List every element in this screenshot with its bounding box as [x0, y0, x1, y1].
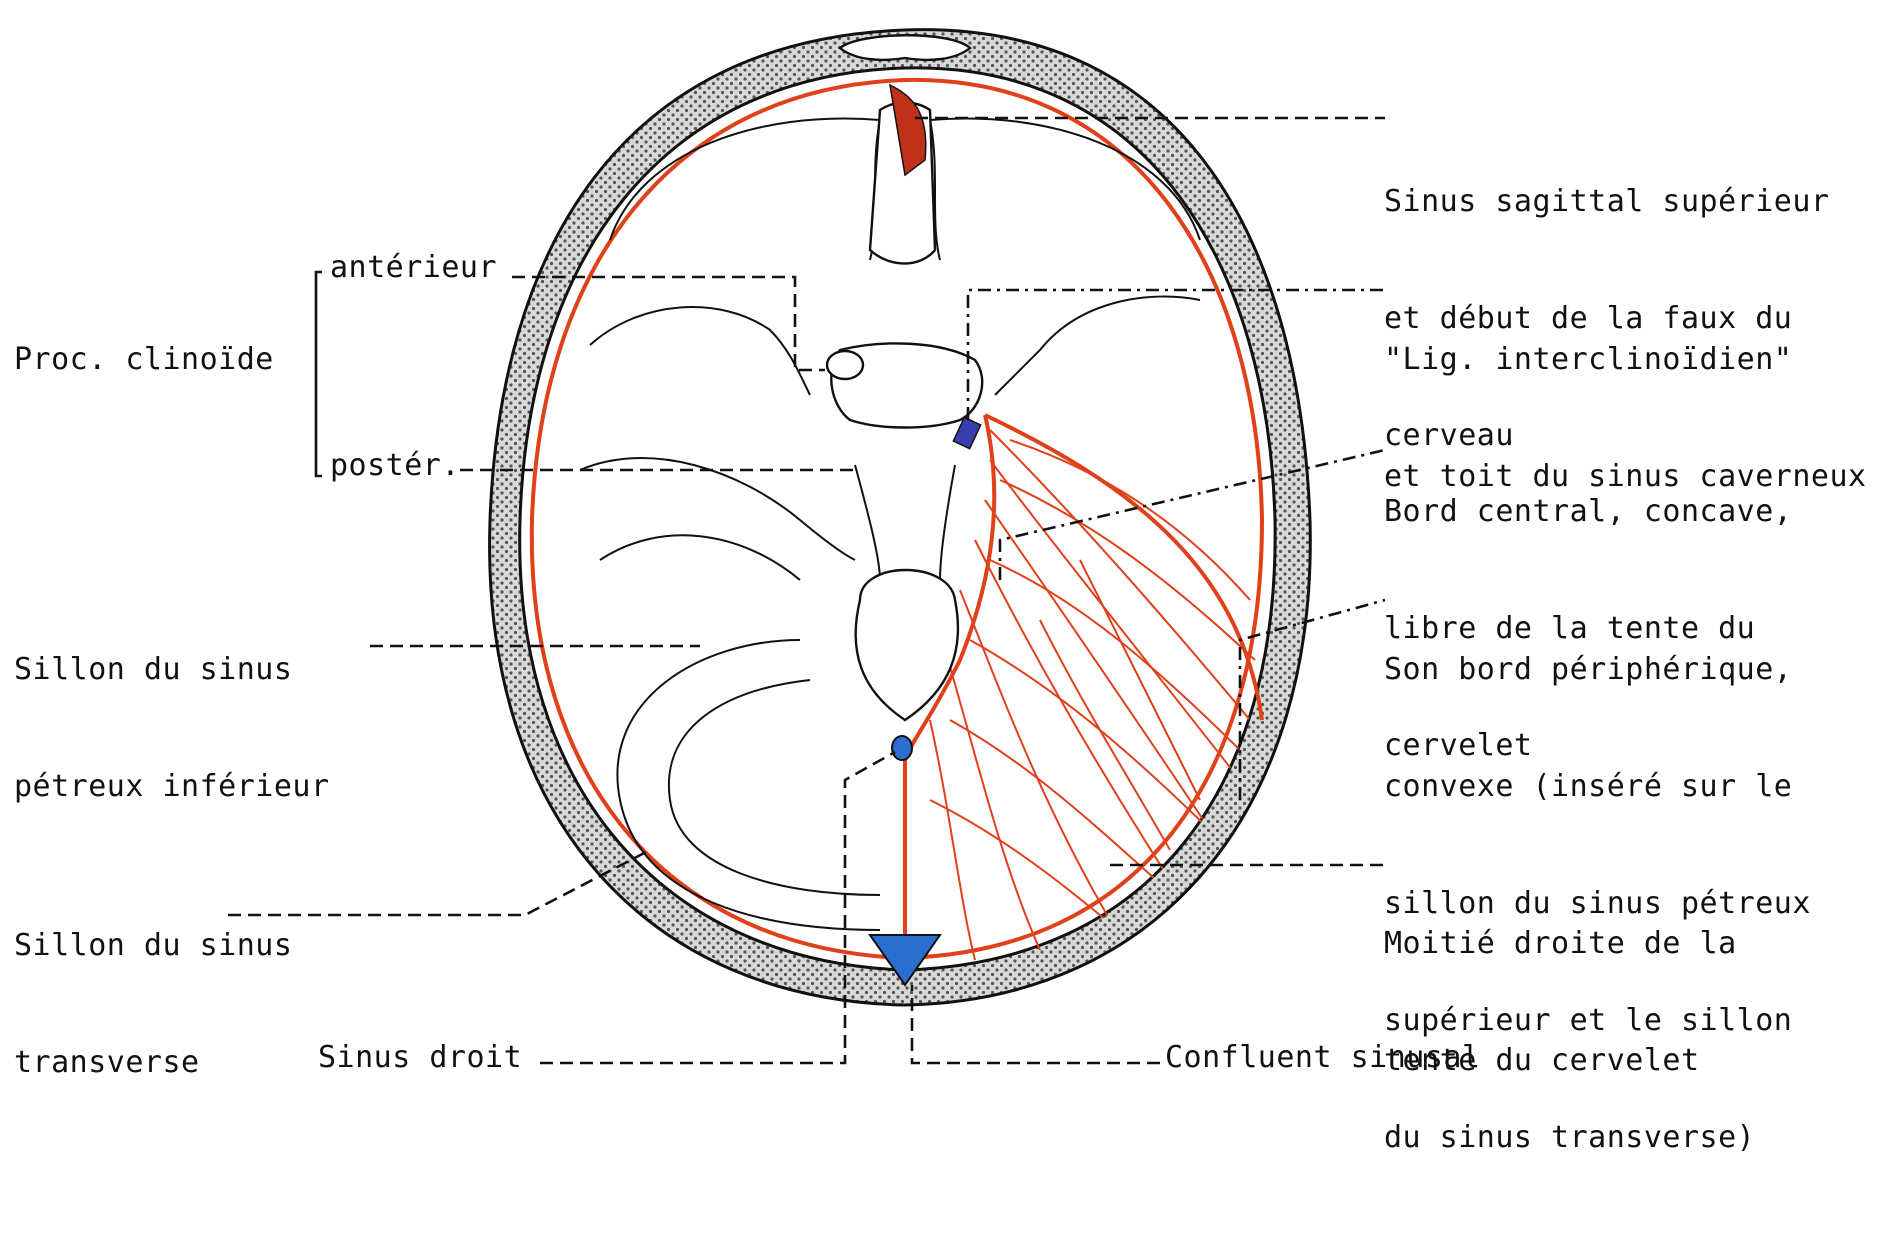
- lesser-wing-left: [590, 307, 810, 395]
- label-moitie-droite: Moitié droite de la tente du cervelet: [1384, 846, 1737, 1158]
- clinoid-bracket: [316, 272, 322, 476]
- label-proc-clinoide: Proc. clinoïde: [14, 340, 274, 379]
- anatomy-diagram: Proc. clinoïde antérieur postér. Sillon …: [0, 0, 1897, 1074]
- petrous-ridge-left: [580, 458, 855, 560]
- foramen-magnum: [856, 570, 958, 720]
- lesser-wing-right: [995, 297, 1200, 395]
- label-poster: postér.: [330, 446, 460, 485]
- label-anterieur: antérieur: [330, 248, 497, 287]
- straight-sinus-mark: [892, 736, 912, 760]
- label-sillon-petreux: Sillon du sinus pétreux inférieur: [14, 572, 330, 884]
- leader-interclinoidien: [968, 290, 1385, 420]
- frontal-crest: [840, 35, 970, 60]
- label-sinus-droit: Sinus droit: [318, 1038, 522, 1077]
- anterior-clinoid: [827, 351, 863, 379]
- tentorium-fibres: [930, 430, 1255, 960]
- clivus: [855, 465, 955, 580]
- cavernous-sinus-mark: [953, 417, 980, 448]
- label-sillon-transverse: Sillon du sinus transverse: [14, 848, 292, 1160]
